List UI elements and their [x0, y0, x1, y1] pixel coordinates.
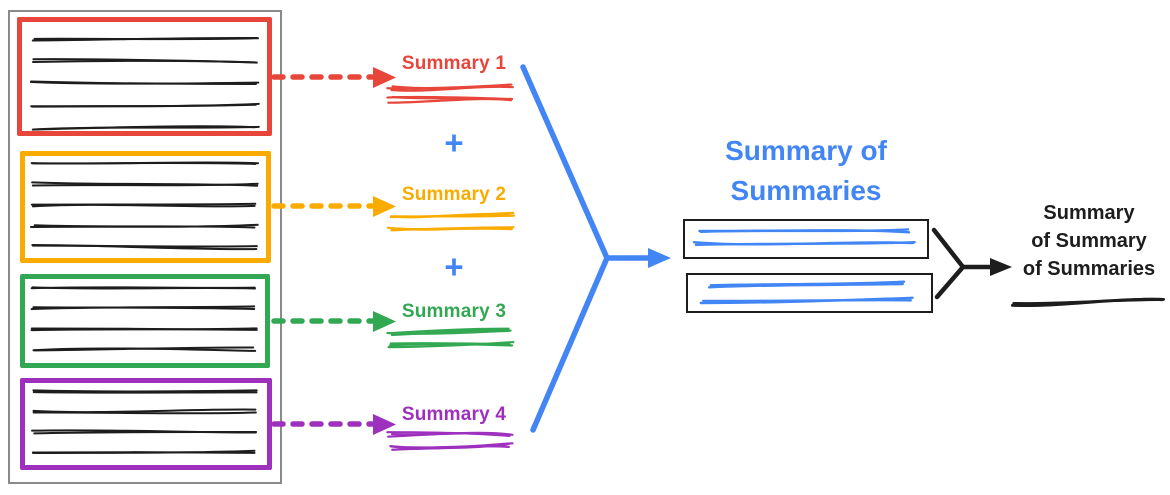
summary-2-scribbles — [386, 211, 516, 232]
plus-sign-2: + — [444, 248, 464, 285]
summary-of-summaries-box-1 — [683, 219, 929, 259]
title-line-2: Summaries — [730, 175, 882, 206]
merge-arrow — [520, 64, 671, 433]
summary-2-dashed-arrow — [271, 196, 396, 217]
summary-1-label: Summary 1 — [401, 53, 507, 74]
document-section-4 — [20, 378, 272, 470]
summary-2-label: Summary 2 — [401, 184, 507, 205]
final-summary-label: Summary of Summary of Summaries — [1012, 199, 1166, 283]
final-label-line-2: of Summary — [1031, 230, 1147, 252]
document-section-1 — [17, 17, 272, 136]
plus-sign-1: + — [444, 124, 464, 161]
summary-3-dashed-arrow — [271, 311, 396, 332]
final-label-line-1: Summary — [1043, 202, 1135, 224]
summary-3-label: Summary 3 — [401, 301, 507, 322]
title-line-1: Summary of — [725, 135, 887, 166]
document-section-3 — [20, 274, 270, 368]
document-section-2 — [20, 151, 271, 263]
arrowhead-icon — [648, 248, 671, 268]
final-label-line-3: of Summaries — [1022, 258, 1156, 280]
summary-1-scribbles — [386, 83, 514, 104]
summary-of-summaries-box-2 — [686, 273, 933, 313]
summary-1-dashed-arrow — [271, 67, 396, 88]
final-bracket-arrow — [931, 227, 1012, 300]
arrowhead-icon — [990, 258, 1012, 276]
final-summary-scribble — [1010, 297, 1166, 308]
summary-of-summaries-title: Summary of Summaries — [686, 131, 926, 211]
summary-4-dashed-arrow — [271, 414, 396, 435]
summary-4-label: Summary 4 — [401, 404, 507, 425]
summary-4-scribbles — [386, 431, 514, 451]
summary-3-scribbles — [386, 327, 515, 349]
